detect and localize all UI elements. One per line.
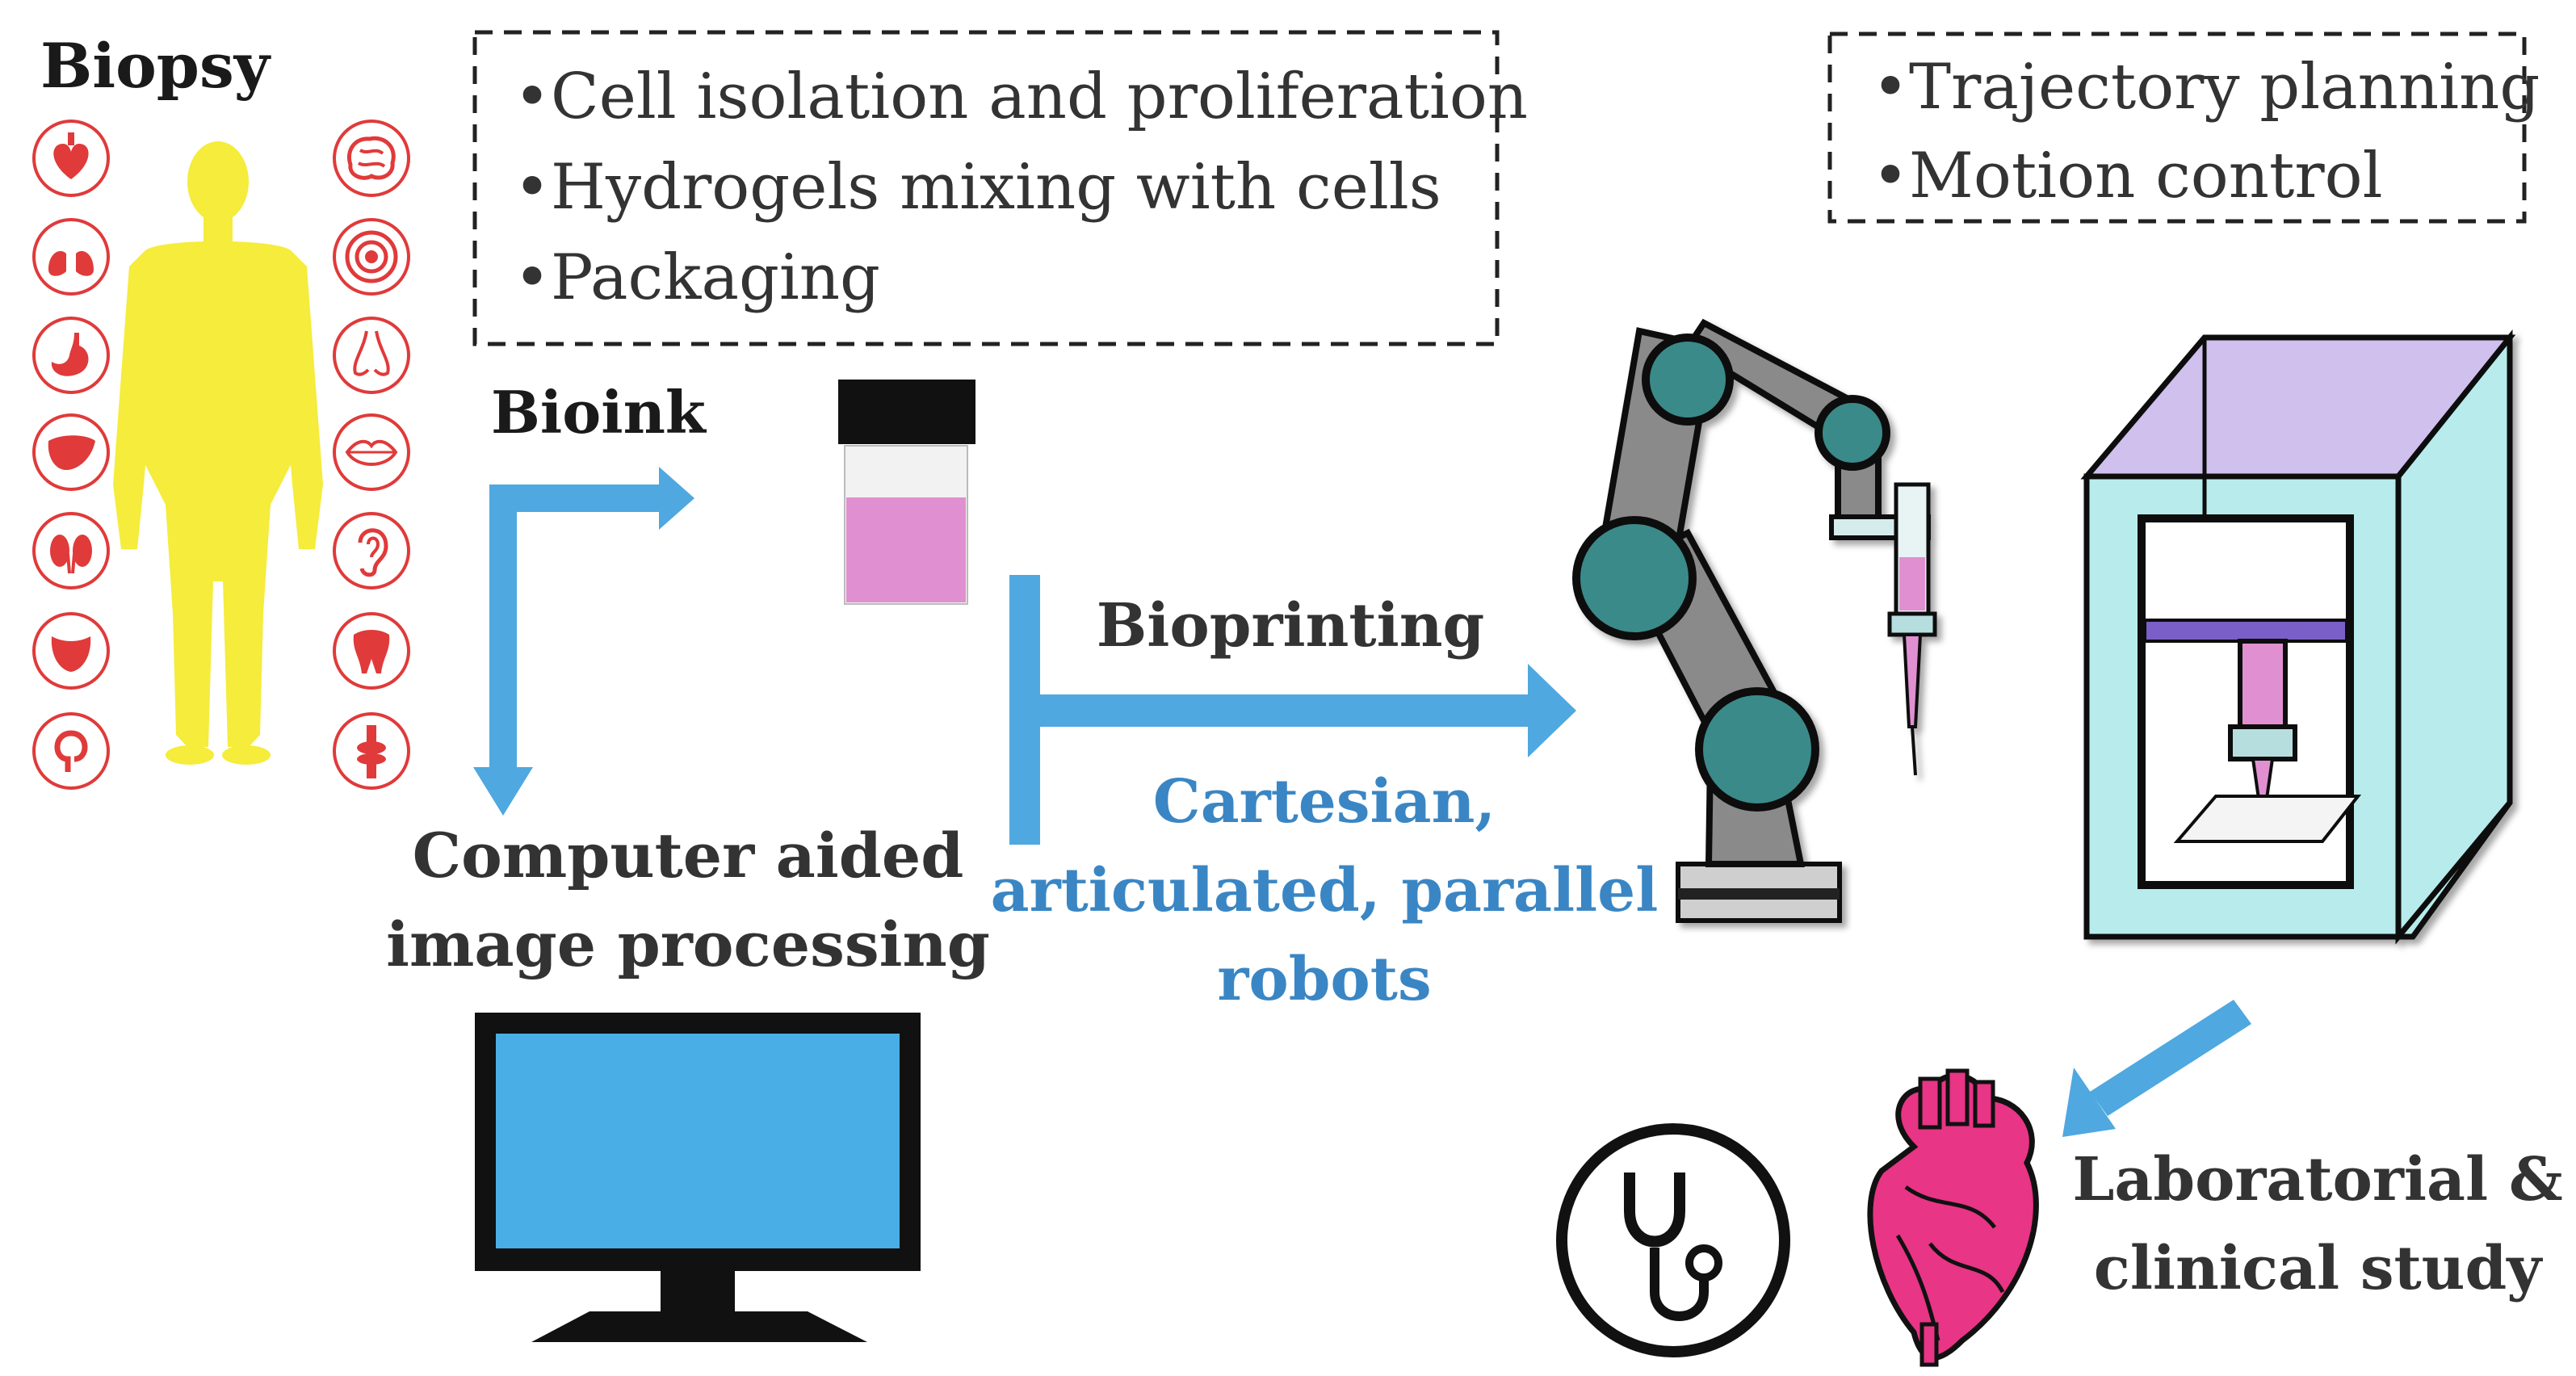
joint-icon — [333, 712, 410, 790]
bioink-flow-arrow — [473, 467, 694, 816]
heart-icon — [32, 120, 110, 197]
lab-study-line-1: Laboratorial & — [2072, 1145, 2562, 1214]
human-body-silhouette — [113, 141, 323, 765]
bladder-icon — [32, 612, 110, 690]
ear-icon — [333, 512, 410, 589]
liver-icon — [32, 413, 110, 491]
stomach-icon — [32, 317, 110, 394]
organ-icons-right — [333, 120, 410, 790]
bioink-label: Bioink — [491, 378, 707, 447]
study-flow-arrow — [2062, 1000, 2251, 1137]
bioprinting-label: Bioprinting — [1097, 591, 1485, 661]
lips-icon — [333, 413, 410, 491]
process-step-1: •Cell isolation and proliferation — [514, 61, 1528, 133]
bioprinting-arrow — [1009, 575, 1576, 845]
kidneys-icon — [32, 512, 110, 589]
process-steps-box: •Cell isolation and proliferation •Hydro… — [472, 30, 1528, 346]
process-step-2: •Hydrogels mixing with cells — [514, 151, 1441, 224]
control-steps-box: •Trajectory planning •Motion control — [1827, 31, 2540, 224]
organ-icons-left — [32, 120, 110, 790]
robot-types-line-3: robots — [1217, 945, 1431, 1014]
3d-printer-icon — [2080, 329, 2516, 945]
control-step-2: •Motion control — [1872, 140, 2383, 212]
tooth-icon — [333, 612, 410, 690]
eye-icon — [333, 218, 410, 296]
bioink-vial — [838, 380, 975, 605]
stethoscope-icon — [1556, 1123, 1790, 1357]
robotic-arm-icon — [1572, 318, 1937, 923]
computer-monitor-icon — [475, 1013, 921, 1342]
robot-types-line-1: Cartesian, — [1153, 767, 1496, 837]
anatomical-heart-icon — [1867, 1068, 2039, 1367]
control-step-1: •Trajectory planning — [1872, 51, 2540, 124]
process-step-3: •Packaging — [514, 241, 880, 314]
nose-icon — [333, 317, 410, 394]
brain-icon — [333, 120, 410, 197]
lab-study-line-2: clinical study — [2094, 1234, 2543, 1303]
robot-types-line-2: articulated, parallel — [991, 856, 1659, 925]
cad-label-line-1: Computer aided — [413, 820, 964, 891]
cad-label-line-2: image processing — [386, 908, 990, 980]
intestine-icon — [32, 712, 110, 790]
lungs-icon — [32, 218, 110, 296]
biopsy-label: Biopsy — [40, 30, 271, 102]
